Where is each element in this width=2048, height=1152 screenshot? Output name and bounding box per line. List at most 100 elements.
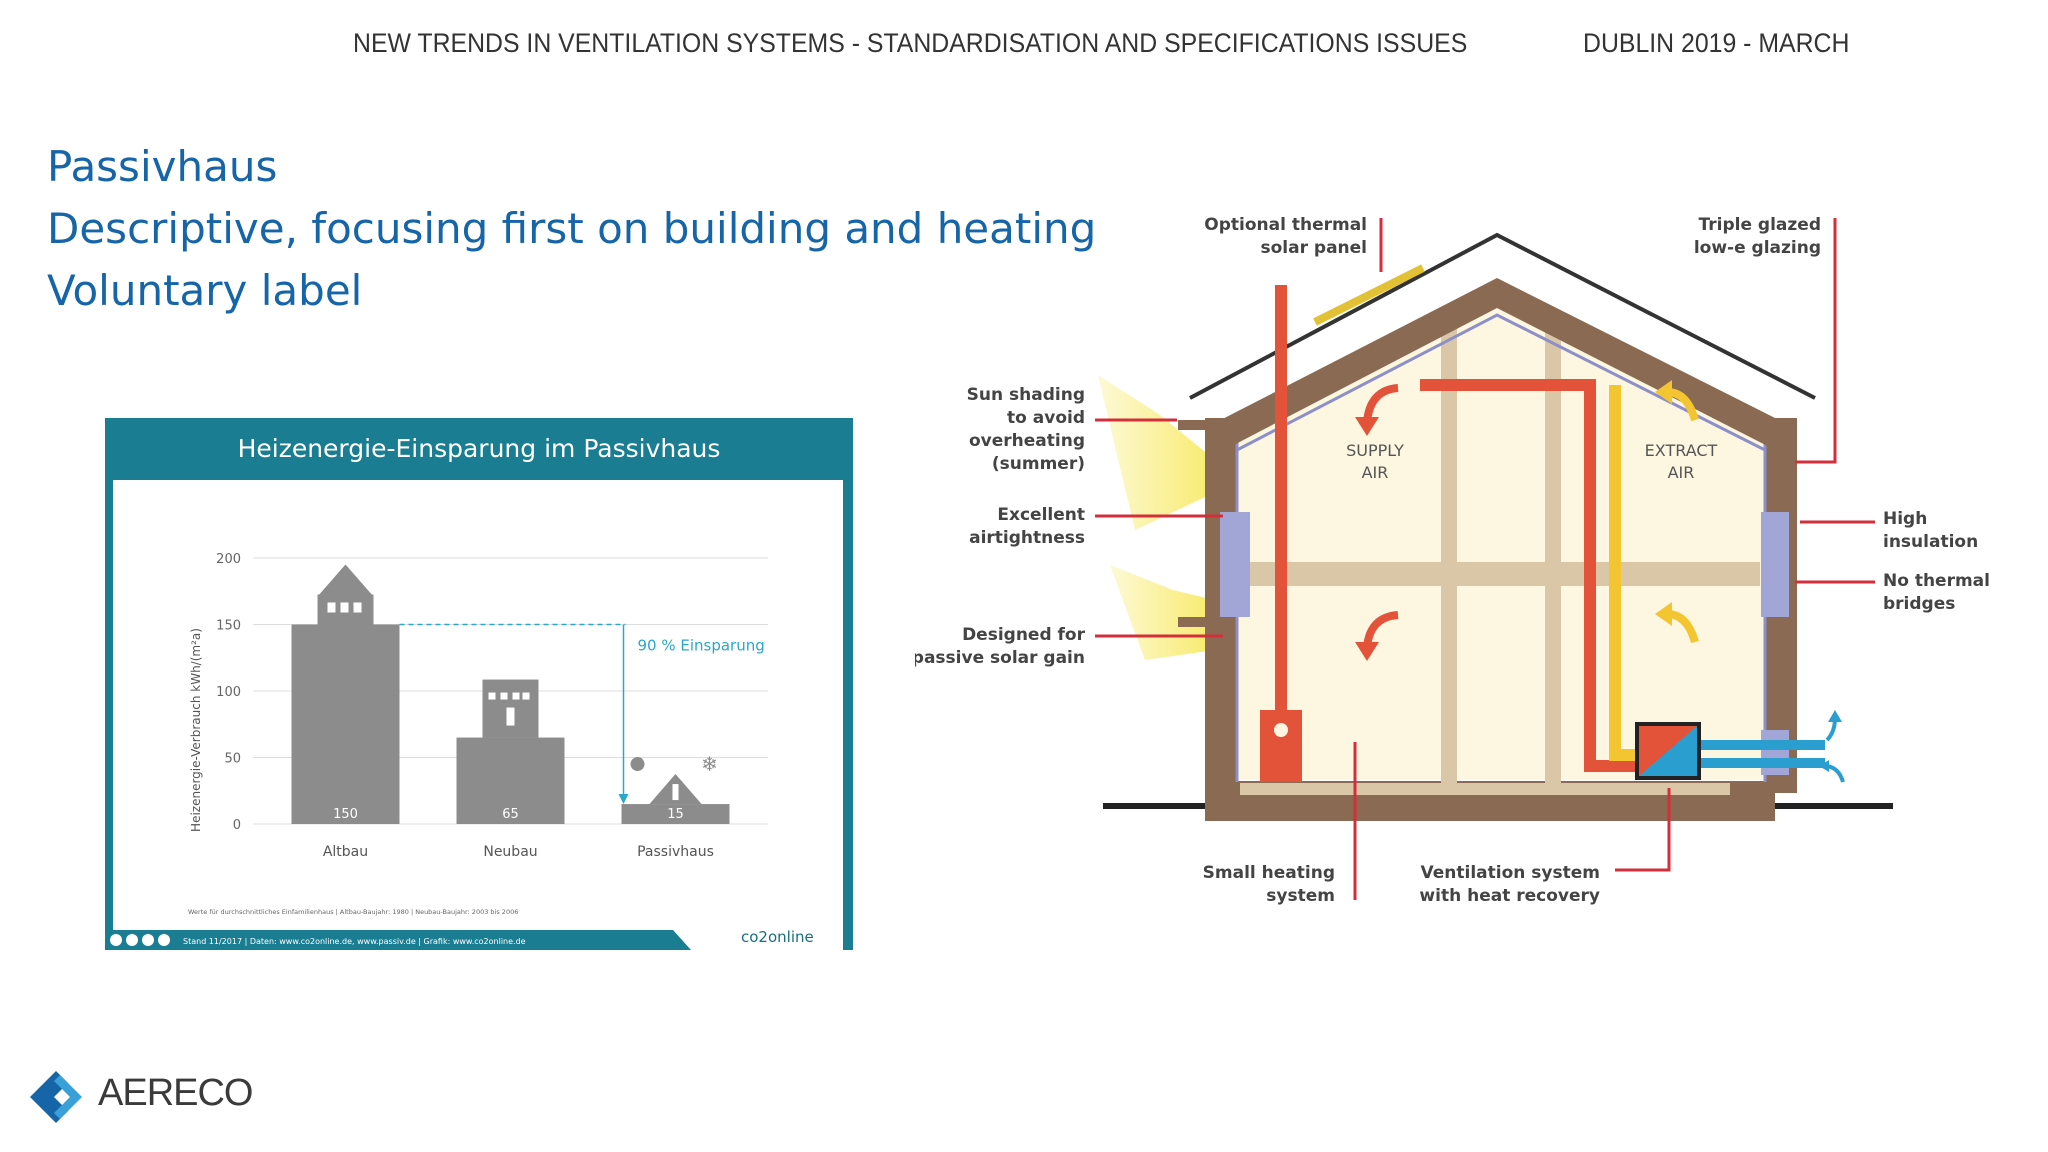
bar — [456, 737, 565, 824]
y-tick-label: 150 — [216, 619, 241, 634]
sun-icon — [630, 757, 645, 772]
callout-shading-3: overheating — [969, 431, 1085, 451]
house-interior — [1235, 292, 1765, 780]
callout-thermal-bridges-2: bridges — [1883, 594, 1955, 614]
bar-data-label: 15 — [667, 807, 684, 822]
callout-thermal-bridges: No thermal — [1883, 571, 1990, 591]
supply-air-duct — [1420, 379, 1635, 772]
x-tick-label: Altbau — [323, 844, 368, 860]
extract-air-label-2: AIR — [1668, 463, 1695, 482]
bullet-list: Passivhaus Descriptive, focusing first o… — [47, 136, 1096, 322]
sa-icon — [158, 934, 170, 946]
passive-house-diagram: SUPPLY AIR EXTRACT AIR Optional thermal … — [915, 215, 1990, 906]
roof-line — [1189, 232, 1816, 400]
chart-brand: co2online — [741, 928, 814, 946]
heating-chimney — [1275, 285, 1287, 765]
sun-shade-lower — [1178, 617, 1213, 627]
y-tick-label: 100 — [216, 685, 241, 700]
supply-arrow-upper-icon — [1363, 384, 1399, 423]
callout-heating: Small heating — [1203, 863, 1335, 883]
aereco-logo-icon — [30, 1071, 82, 1123]
aereco-logo-text: AERECO — [98, 1072, 253, 1114]
y-tick-label: 50 — [224, 752, 241, 767]
callout-insulation-2: insulation — [1883, 532, 1978, 552]
bullet-passivhaus: Passivhaus — [47, 142, 278, 191]
callout-airtightness: Excellent — [997, 505, 1085, 525]
callout-shading-2: to avoid — [1007, 408, 1085, 428]
chart-footer-note: Werte für durchschnittliches Einfamilien… — [188, 908, 518, 916]
window-icon — [512, 692, 520, 700]
door-icon — [506, 707, 515, 726]
presentation-title: NEW TRENDS IN VENTILATION SYSTEMS - STAN… — [353, 28, 1468, 58]
window-icon — [327, 602, 336, 613]
callout-shading-4: (summer) — [992, 454, 1085, 474]
timber-post-right — [1545, 320, 1561, 785]
outdoor-duct-lower — [1701, 758, 1825, 768]
window-icon — [500, 692, 508, 700]
callout-solar-panel-2: solar panel — [1261, 238, 1368, 258]
sun-rays-bottom — [1110, 565, 1215, 660]
y-tick-label: 0 — [233, 818, 241, 833]
sun-shade-upper — [1178, 420, 1213, 430]
callout-glazing: Triple glazed — [1699, 215, 1821, 235]
bar — [291, 624, 400, 824]
floor-insulation — [1240, 783, 1730, 795]
chart-footer-strip: Stand 11/2017 | Daten: www.co2online.de,… — [105, 930, 691, 950]
annotation-arrow-head — [618, 794, 629, 805]
supply-air-label-2: AIR — [1362, 463, 1389, 482]
outdoor-duct-upper — [1701, 740, 1825, 750]
cc-icon — [110, 934, 122, 946]
window-right-upper — [1761, 512, 1789, 617]
thermometer-icon — [672, 784, 679, 801]
bar-data-label: 150 — [333, 807, 358, 822]
supply-air-label: SUPPLY — [1346, 441, 1404, 460]
nc-icon — [142, 934, 154, 946]
callout-heating-2: system — [1266, 886, 1335, 906]
callout-solar-panel: Optional thermal — [1204, 215, 1367, 235]
callout-shading: Sun shading — [967, 385, 1085, 405]
bar — [621, 804, 730, 824]
callout-insulation: High — [1883, 509, 1927, 529]
heating-unit — [1260, 710, 1302, 782]
callout-solar-gain-2: passive solar gain — [915, 648, 1085, 668]
chart-title: Heizenergie-Einsparung im Passivhaus — [237, 434, 721, 463]
window-left-upper — [1220, 512, 1250, 617]
chart-footer-source: Stand 11/2017 | Daten: www.co2online.de,… — [183, 937, 526, 946]
window-right-lower — [1761, 730, 1789, 775]
by-icon — [126, 934, 138, 946]
bar-data-label: 65 — [502, 807, 519, 822]
window-icon — [522, 692, 530, 700]
extract-air-duct — [1609, 385, 1640, 761]
annotation-label: 90 % Einsparung — [638, 637, 765, 655]
window-icon — [353, 602, 362, 613]
callout-glazing-2: low-e glazing — [1694, 238, 1821, 258]
callout-airtightness-2: airtightness — [969, 528, 1085, 548]
bullet-descriptive: Descriptive, focusing first on building … — [47, 204, 1097, 253]
aereco-logo: AERECO — [26, 1066, 266, 1128]
callout-ventilation-2: with heat recovery — [1419, 886, 1600, 906]
bullet-voluntary: Voluntary label — [47, 266, 363, 315]
timber-post-left — [1441, 320, 1457, 785]
x-tick-label: Passivhaus — [637, 844, 714, 860]
snowflake-icon: ❄ — [701, 752, 718, 776]
window-icon — [340, 602, 349, 613]
sun-rays-top — [1098, 375, 1220, 530]
presentation-date: DUBLIN 2019 - MARCH — [1583, 28, 1850, 58]
roof — [1205, 278, 1795, 460]
x-tick-label: Neubau — [483, 844, 537, 860]
solar-panel-icon — [1313, 264, 1425, 326]
chart-house-icons: ❄ — [317, 564, 718, 805]
callout-ventilation: Ventilation system — [1421, 863, 1600, 883]
window-icon — [488, 692, 496, 700]
y-tick-label: 200 — [216, 552, 241, 567]
old-house-icon — [317, 564, 374, 597]
timber-beam — [1240, 562, 1760, 586]
savings-chart: Heizenergie-Einsparung im Passivhaus 0 50… — [105, 418, 853, 950]
extract-air-label: EXTRACT — [1645, 441, 1718, 460]
intake-arrow-icon — [1826, 764, 1845, 783]
chart-ylabel: Heizenergie-Verbrauch kWh/(m²a) — [189, 628, 203, 832]
callout-solar-gain: Designed for — [962, 625, 1086, 645]
